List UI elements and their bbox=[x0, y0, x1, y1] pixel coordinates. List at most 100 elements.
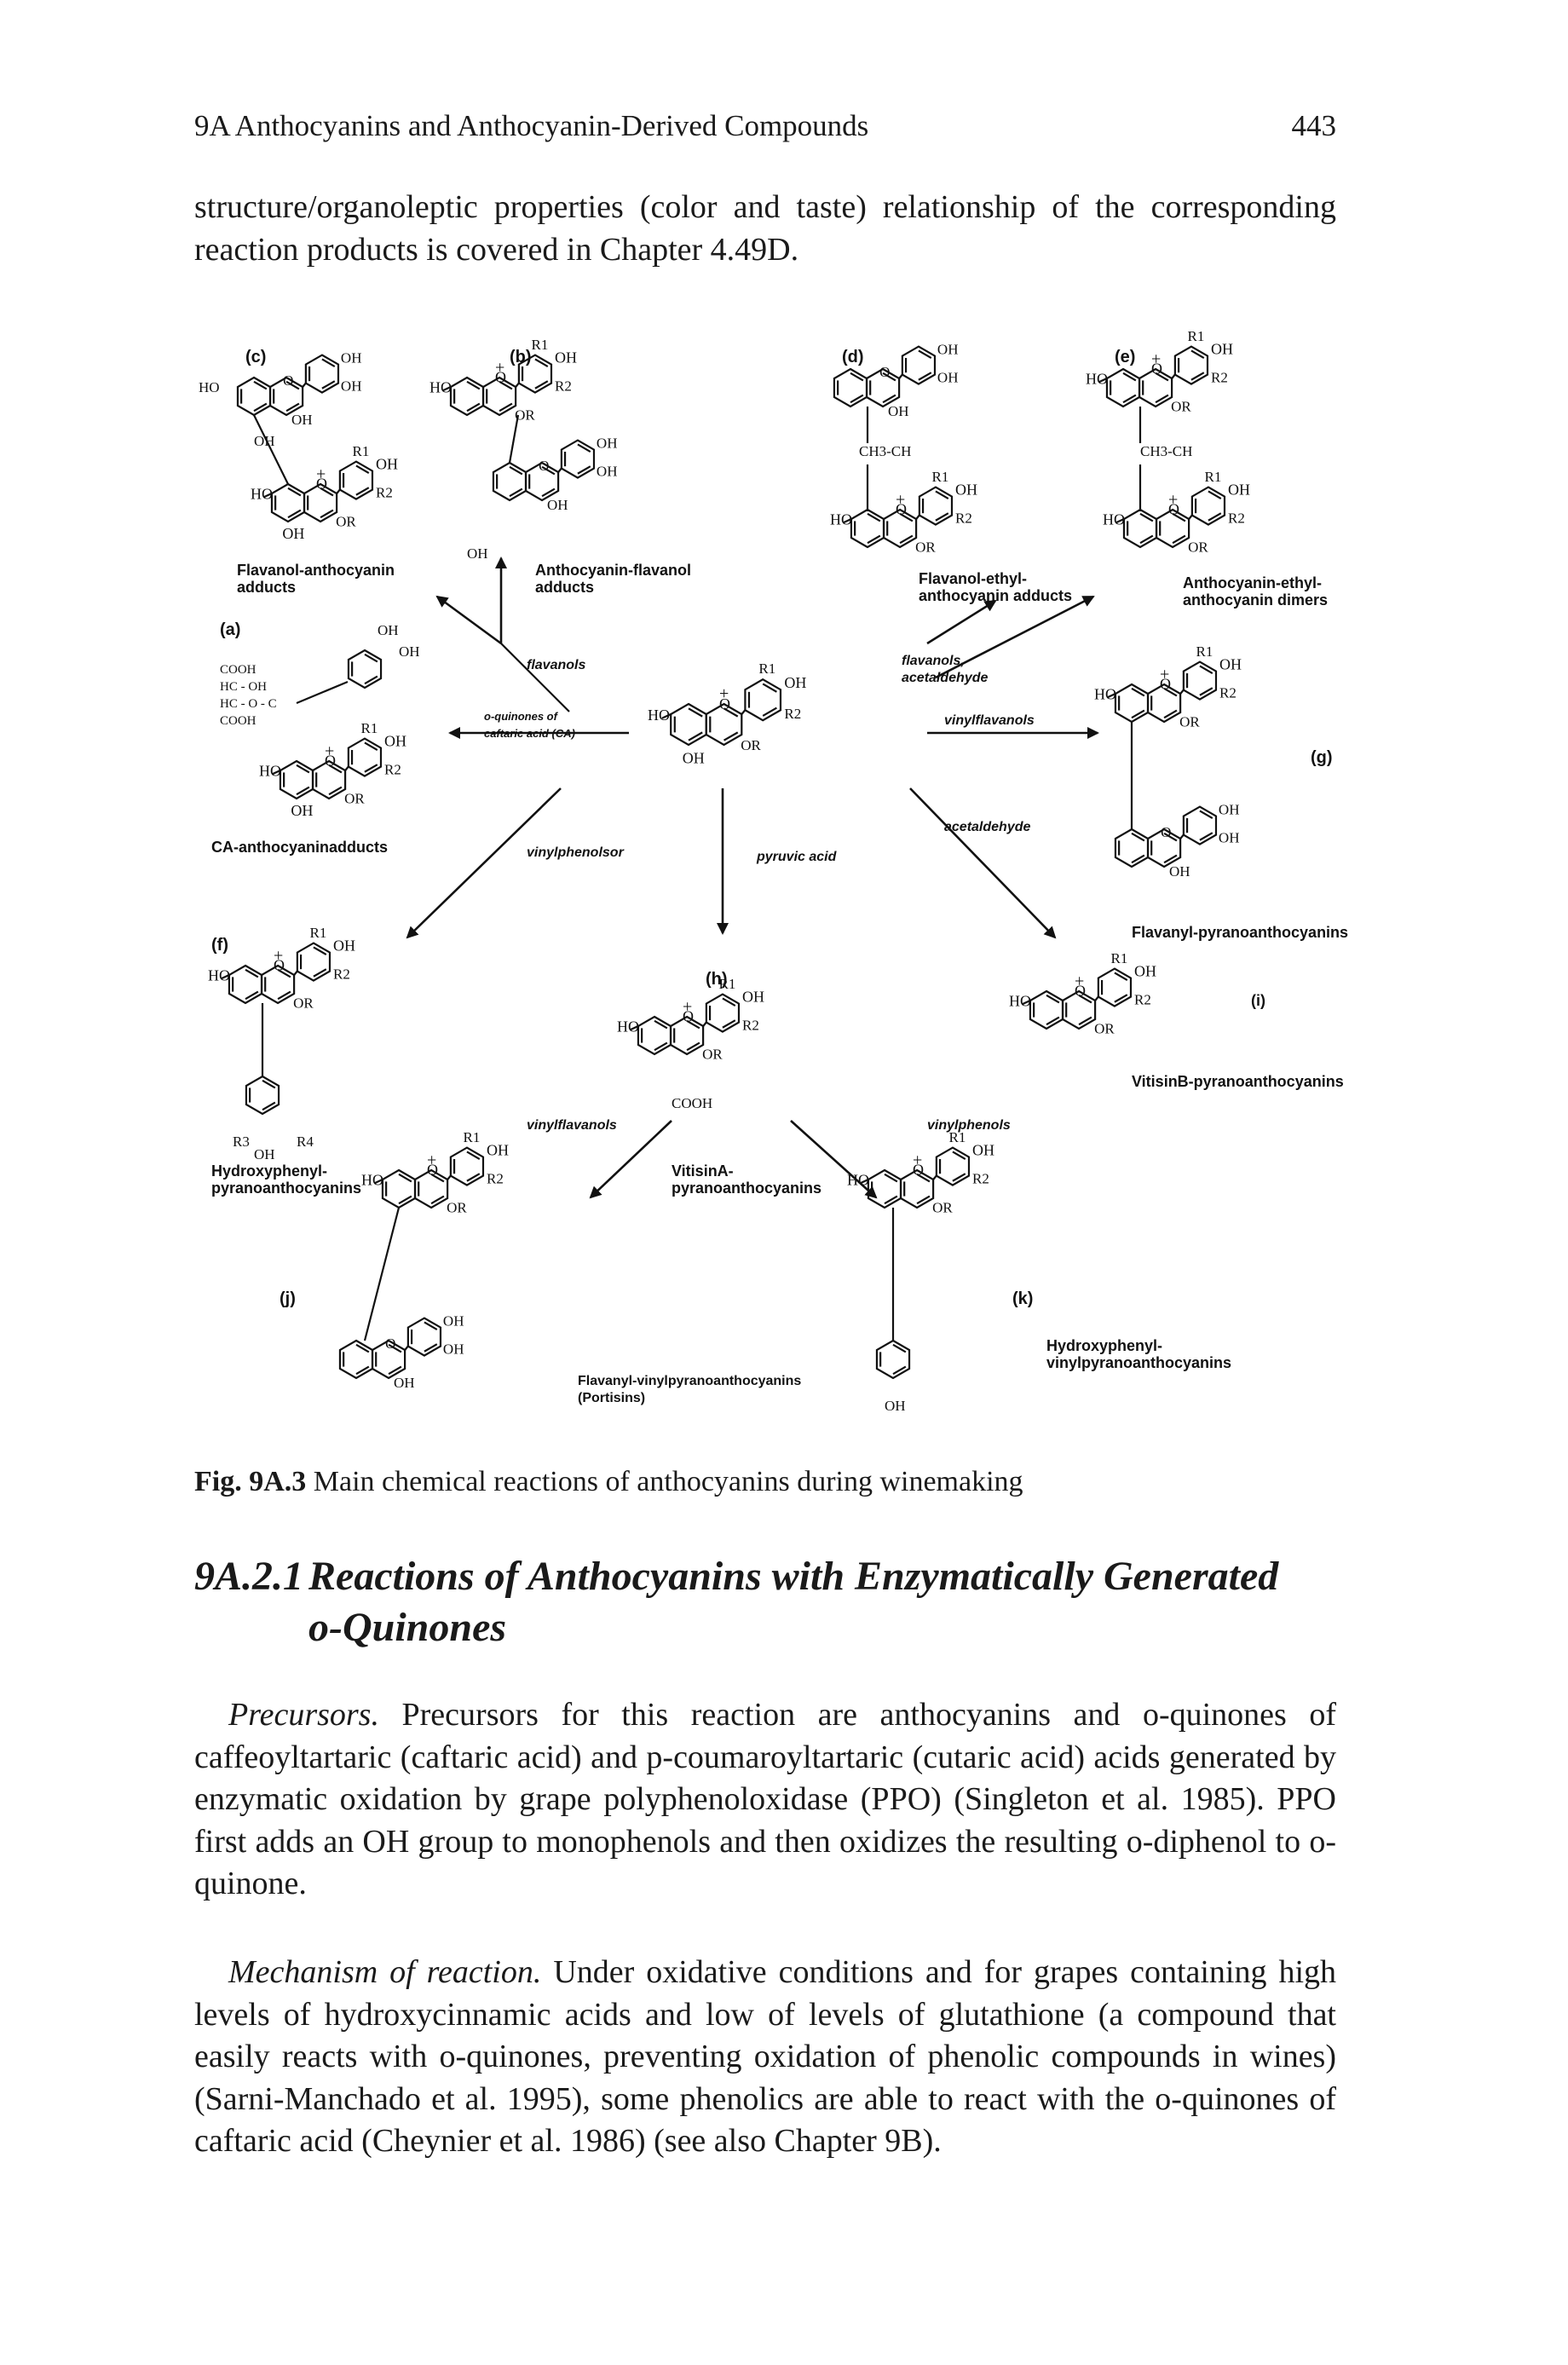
charge-label: + bbox=[316, 465, 326, 484]
bond bbox=[293, 970, 298, 976]
ring bbox=[705, 993, 741, 1033]
atom-label: OR bbox=[336, 514, 356, 530]
atom-label: HO bbox=[617, 1018, 639, 1035]
atom-label: OH bbox=[1219, 829, 1240, 845]
atom-label: R1 bbox=[310, 925, 327, 941]
panel-letter: (i) bbox=[1251, 992, 1265, 1009]
atom-label: OH bbox=[282, 525, 304, 542]
atom-label: HO bbox=[1103, 511, 1125, 528]
aromatic-bond bbox=[1199, 665, 1213, 674]
atom-label: OH bbox=[937, 341, 959, 357]
aromatic-bond bbox=[277, 990, 291, 1001]
reaction-arrow bbox=[589, 1120, 672, 1199]
atom-label: R1 bbox=[1205, 469, 1222, 485]
panel-letter: (f) bbox=[211, 936, 228, 955]
ring bbox=[406, 1317, 442, 1357]
atom-label: R2 bbox=[742, 1017, 759, 1033]
atom-label: R2 bbox=[333, 966, 350, 982]
panel-letter: (e) bbox=[1115, 348, 1135, 366]
ring bbox=[850, 508, 885, 549]
atom-label: OR bbox=[344, 791, 365, 807]
product-label: anthocyanin adducts bbox=[919, 587, 1072, 604]
aromatic-bond bbox=[1078, 1016, 1092, 1026]
aromatic-bond bbox=[577, 465, 591, 475]
page-number: 443 bbox=[1291, 109, 1337, 142]
product-label: adducts bbox=[237, 579, 296, 596]
ring bbox=[669, 1015, 705, 1056]
atom-label: OR bbox=[447, 1200, 467, 1216]
atom-label: R3 bbox=[233, 1133, 250, 1150]
caption-label: Fig. 9A.3 bbox=[194, 1466, 307, 1497]
atom-label: OH bbox=[467, 545, 488, 562]
aromatic-bond bbox=[364, 741, 378, 751]
aromatic-bond bbox=[1131, 832, 1145, 842]
panel-letter: (g) bbox=[1311, 748, 1333, 767]
atom-label: R2 bbox=[376, 484, 393, 500]
aromatic-bond bbox=[686, 1041, 700, 1052]
ring bbox=[899, 1168, 935, 1209]
bond bbox=[629, 1025, 639, 1031]
ring bbox=[303, 482, 338, 523]
atom-label: OH bbox=[487, 1141, 509, 1158]
aromatic-bond bbox=[262, 1079, 276, 1089]
bond bbox=[661, 713, 672, 719]
reagent-label: flavanols bbox=[527, 658, 585, 672]
reagent-label: vinylflavanols bbox=[527, 1118, 617, 1133]
aromatic-bond bbox=[1139, 512, 1154, 522]
aromatic-bond bbox=[430, 1195, 445, 1205]
running-head-title: 9A Anthocyanins and Anthocyanin-Derived … bbox=[194, 109, 869, 142]
ring-oxygen: O bbox=[283, 372, 293, 389]
product-label: Flavanol-anthocyanin bbox=[237, 562, 395, 579]
aromatic-bond bbox=[686, 1019, 700, 1030]
atom-label: R2 bbox=[1211, 369, 1228, 385]
atom-label: CH3-CH bbox=[859, 443, 911, 459]
product-label: vinylpyranoanthocyanins bbox=[1046, 1354, 1231, 1371]
ring bbox=[268, 376, 304, 417]
ring-oxygen: O bbox=[1075, 983, 1086, 1000]
charge-label: + bbox=[913, 1151, 922, 1170]
aromatic-bond bbox=[1199, 832, 1213, 841]
aromatic-bond bbox=[1122, 394, 1137, 404]
aromatic-bond bbox=[466, 402, 481, 412]
ring-oxygen: O bbox=[495, 369, 506, 386]
charge-label: + bbox=[683, 998, 692, 1017]
product-label: (Portisins) bbox=[578, 1391, 645, 1405]
ring bbox=[1173, 345, 1209, 385]
ring bbox=[1182, 660, 1218, 701]
aromatic-bond bbox=[541, 487, 556, 498]
atom-label: OH bbox=[972, 1141, 994, 1158]
charge-label: + bbox=[719, 684, 729, 703]
atom-label: HO bbox=[251, 486, 273, 503]
ring bbox=[524, 461, 560, 502]
atom-label: OR bbox=[1094, 1021, 1115, 1037]
aromatic-bond bbox=[1199, 810, 1213, 819]
atom-label: OR bbox=[932, 1200, 953, 1216]
atom-label: OH bbox=[1219, 801, 1240, 817]
atom-label: OH bbox=[597, 463, 618, 479]
atom-label: OH bbox=[885, 1398, 906, 1414]
reaction-line bbox=[500, 643, 570, 712]
aromatic-bond bbox=[328, 764, 343, 774]
bond bbox=[1179, 689, 1185, 695]
ring bbox=[304, 354, 340, 394]
atom-label: R2 bbox=[487, 1170, 504, 1186]
paragraph-mechanism: Mechanism of reaction. Under oxidative c… bbox=[194, 1952, 1336, 2163]
aromatic-bond bbox=[654, 1019, 668, 1030]
atom-label: OR bbox=[1171, 399, 1191, 415]
aromatic-bond bbox=[899, 534, 914, 545]
aromatic-bond bbox=[245, 990, 259, 1001]
bond bbox=[859, 1179, 869, 1185]
ring bbox=[270, 482, 306, 523]
ring bbox=[833, 367, 868, 408]
atom-label: HO bbox=[648, 707, 670, 724]
atom-label: OH bbox=[254, 433, 275, 449]
atom-label: HO bbox=[830, 511, 852, 528]
charge-label: + bbox=[495, 359, 504, 378]
aromatic-bond bbox=[1131, 709, 1145, 719]
reaction-arrow bbox=[406, 787, 562, 939]
atom-label: R2 bbox=[555, 378, 572, 394]
panel-letter: (h) bbox=[706, 970, 728, 989]
atom-label: R2 bbox=[784, 706, 801, 722]
bond bbox=[741, 709, 747, 715]
